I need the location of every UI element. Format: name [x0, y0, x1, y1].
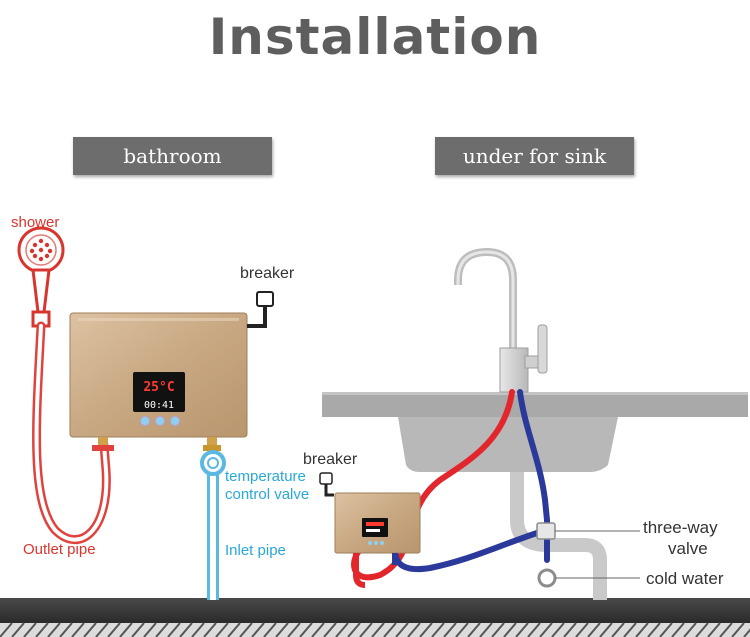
sink-basin: [398, 417, 618, 472]
water-heater-sink: [334, 492, 421, 554]
cold-feed-pipe: [392, 529, 543, 572]
three-way-valve-icon: [536, 522, 640, 540]
temperature-control-valve-label-line1: temperature: [225, 468, 306, 485]
three-way-valve-label-line2: valve: [668, 539, 708, 558]
three-way-valve-label-line1: three-way: [643, 518, 718, 537]
heater-time-readout: 00:41: [144, 400, 174, 411]
cold-water-pipe: [517, 389, 550, 563]
heater-outlet-stub: [353, 553, 366, 588]
inlet-hose: [207, 470, 219, 600]
shower-label: shower: [11, 214, 60, 231]
page-title: Installation: [208, 8, 542, 66]
cold-water-inlet-icon: [537, 568, 640, 588]
section-tag-sink: under for sink: [435, 137, 634, 175]
sink-counter: [322, 392, 748, 417]
breaker-icon-sink: [319, 472, 334, 497]
temperature-control-valve-icon: [200, 450, 226, 476]
floor: [0, 598, 750, 637]
breaker-icon-bathroom: [247, 291, 274, 328]
heater-temperature-readout: 25°C: [143, 380, 174, 395]
cold-water-label: cold water: [646, 569, 724, 588]
inlet-pipe-label: Inlet pipe: [225, 542, 286, 559]
faucet-icon: [454, 247, 517, 350]
section-tag-bathroom: bathroom: [73, 137, 272, 175]
temperature-control-valve-label-line2: control valve: [225, 486, 310, 503]
breaker-label-sink: breaker: [303, 451, 358, 468]
shower-head-icon: [17, 226, 65, 328]
water-heater-bathroom: [69, 312, 248, 451]
outlet-pipe-label: Outlet pipe: [23, 541, 96, 558]
breaker-label-bathroom: breaker: [240, 265, 295, 282]
